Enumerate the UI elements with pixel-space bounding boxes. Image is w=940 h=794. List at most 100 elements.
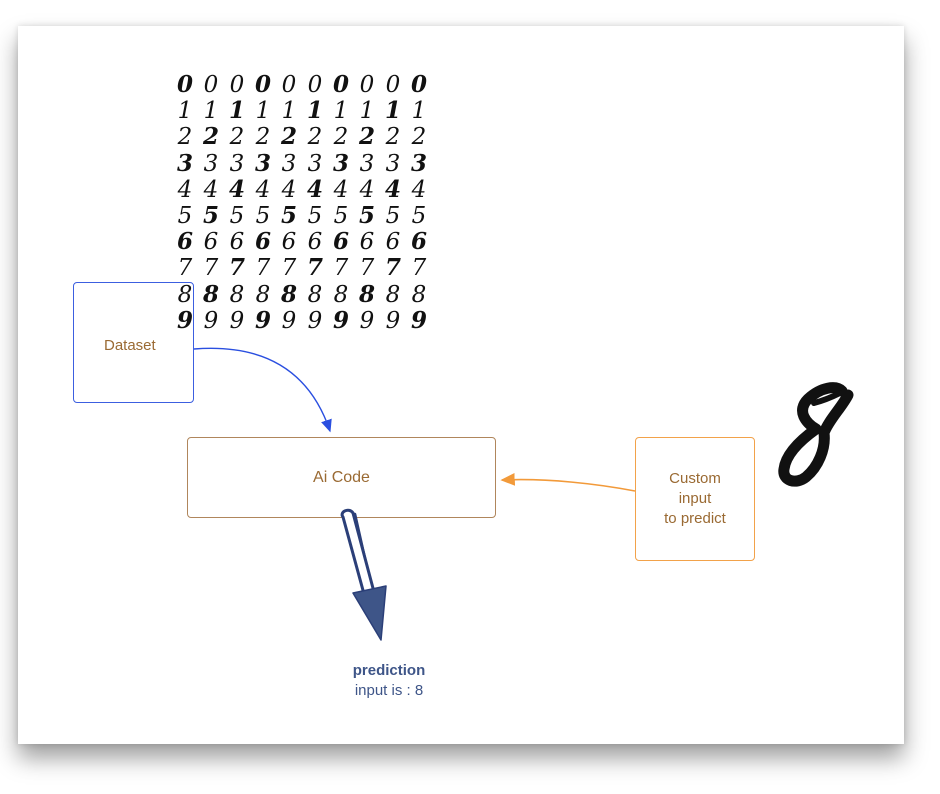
digit-sample: 6 [385,229,401,256]
digit-sample: 5 [280,201,297,229]
digit-sample: 4 [281,176,297,203]
digit-sample: 3 [203,150,219,177]
digit-sample: 7 [177,255,193,282]
digit-sample: 8 [229,281,245,308]
digit-sample: 5 [229,202,245,229]
digit-sample: 6 [332,228,349,256]
prediction-title: prediction [352,662,426,679]
digit-sample: 8 [255,281,271,308]
digit-sample: 7 [359,255,375,282]
digit-sample: 7 [255,255,271,282]
digit-sample: 9 [307,307,323,334]
digit-sample: 2 [333,124,349,151]
digit-sample: 0 [307,72,323,98]
digit-sample: 5 [411,202,427,229]
digit-sample: 2 [411,124,427,151]
digit-sample: 2 [255,124,271,151]
digit-sample: 4 [333,176,349,203]
digit-sample: 9 [281,307,297,334]
digit-sample: 0 [332,71,349,98]
digit-sample: 5 [333,202,349,229]
digit-sample: 6 [229,229,245,256]
digit-sample: 3 [307,150,323,177]
custom-digit-image [778,382,854,487]
digit-sample: 8 [358,280,375,308]
digit-sample: 1 [255,98,271,125]
digit-sample: 7 [333,255,349,282]
digit-sample: 4 [359,176,375,203]
digit-sample: 3 [176,149,193,177]
digit-sample: 1 [359,98,375,125]
digit-sample: 0 [359,72,375,98]
ai-code-box: Ai Code [187,437,496,518]
digit-sample: 4 [203,176,219,203]
digit-sample: 7 [384,254,401,282]
digit-sample: 4 [411,176,427,203]
digit-sample: 8 [280,280,297,308]
digit-sample: 4 [306,175,323,203]
digit-sample: 3 [281,150,297,177]
custom-input-line-2: input [678,490,712,507]
digit-sample: 0 [281,72,297,98]
custom-to-ai-arrow [500,473,636,492]
custom-input-label: Custom input to predict [664,469,726,529]
digit-sample: 3 [410,149,427,177]
digit-sample: 2 [358,123,375,151]
digit-sample: 9 [385,307,401,334]
digit-sample: 4 [177,176,193,203]
digit-sample: 2 [307,124,323,151]
digit-sample: 7 [306,254,323,282]
custom-input-line-3: to predict [664,510,726,527]
digit-sample: 1 [228,97,245,125]
digit-sample: 5 [385,202,401,229]
handwritten-eight-icon [778,382,854,487]
digit-sample: 0 [203,72,219,98]
digit-sample: 2 [229,124,245,151]
digit-sample: 1 [281,98,297,125]
digit-sample: 6 [176,228,193,256]
digit-sample: 6 [410,228,427,256]
digit-sample: 4 [228,175,245,203]
digit-sample: 9 [332,306,349,334]
digit-sample: 9 [410,306,427,334]
digit-sample: 8 [411,281,427,308]
digit-sample: 8 [385,281,401,308]
digit-sample: 3 [359,150,375,177]
digit-sample: 5 [358,201,375,229]
ai-code-label: Ai Code [313,468,370,486]
digit-sample: 0 [410,71,427,98]
digit-sample: 0 [385,72,401,98]
digit-sample: 8 [177,281,193,308]
digit-sample: 2 [280,123,297,151]
digit-sample: 2 [385,124,401,151]
digit-sample: 5 [255,202,271,229]
digit-sample: 0 [176,71,193,98]
digit-sample: 7 [281,255,297,282]
digit-sample: 9 [254,306,271,334]
digit-sample: 2 [177,124,193,151]
custom-input-box: Custom input to predict [635,437,755,561]
digit-sample: 6 [359,229,375,256]
digit-sample: 5 [177,202,193,229]
digit-sample: 1 [384,97,401,125]
digit-sample: 3 [229,150,245,177]
connector-arrows [193,347,636,641]
digit-sample: 6 [307,229,323,256]
digit-sample: 8 [202,280,219,308]
dataset-box: Dataset [73,282,194,403]
digit-sample: 2 [202,123,219,151]
digit-sample: 1 [411,98,427,125]
prediction-value: input is : 8 [354,682,424,699]
digit-sample: 8 [307,281,323,308]
